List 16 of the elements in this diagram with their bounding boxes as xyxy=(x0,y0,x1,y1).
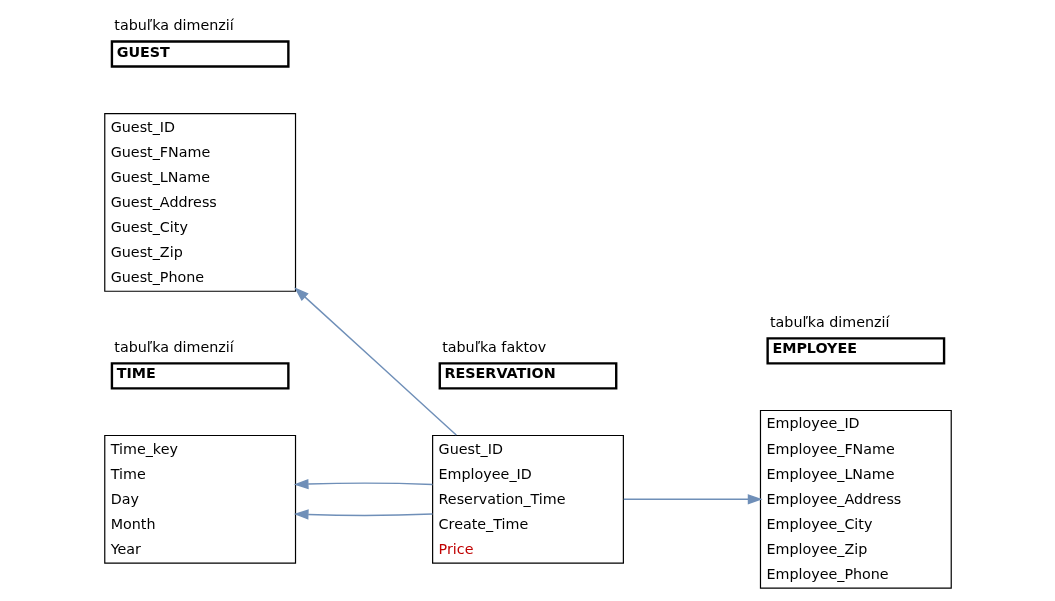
node-box: Guest_ID Employee_ID Reservation_Time Create_Time Price xyxy=(431,434,624,564)
node-box: TIME xyxy=(110,362,290,390)
node-box: EMPLOYEE xyxy=(765,337,945,365)
node-box: Guest_ID Guest_FName Guest_LName Guest_Address Guest_City Guest_Zip Guest_Phone xyxy=(103,113,296,292)
arrow xyxy=(293,287,457,436)
node-box: Employee_ID Employee_FName Employee_LName Employee_Address Employee_City Employee_Zip Employee_Phone xyxy=(759,409,952,589)
arrow xyxy=(622,494,763,505)
arrow xyxy=(293,478,433,490)
node-label: tabuľka dimenzií xyxy=(113,339,234,356)
node-box: Time_key Time Day Month Year xyxy=(103,434,296,564)
node-label: tabuľka dimenzií xyxy=(769,314,889,331)
node-box: GUEST xyxy=(110,40,290,68)
node-label: tabuľka faktov xyxy=(441,339,546,356)
node-label: tabuľka dimenzií xyxy=(113,17,234,34)
arrow xyxy=(293,509,433,520)
node-box: RESERVATION xyxy=(438,362,617,390)
